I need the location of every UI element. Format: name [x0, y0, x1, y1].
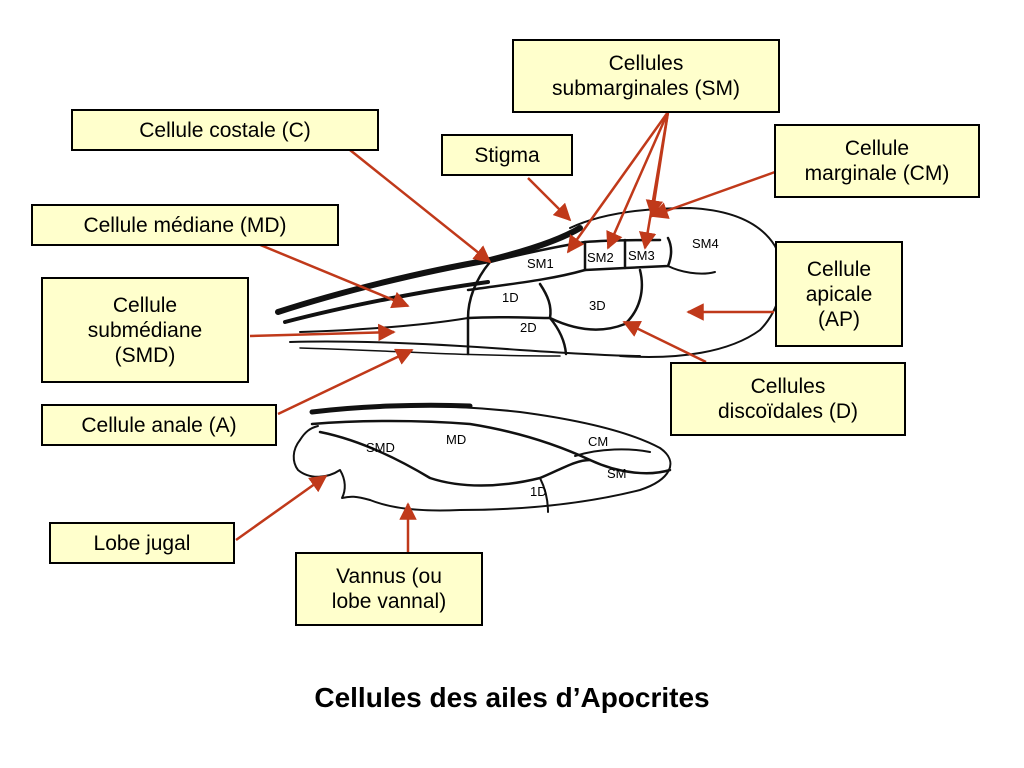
hw-cell-smd: SMD — [366, 440, 395, 455]
cell-3d: 3D — [589, 298, 606, 313]
cell-sm4: SM4 — [692, 236, 719, 251]
hw-cell-md: MD — [446, 432, 466, 447]
arrow-discoidales — [622, 320, 707, 364]
hw-cell-1d: 1D — [530, 484, 547, 499]
label-cellule-anale: Cellule anale (A) — [41, 404, 277, 446]
arrow-jugal — [235, 474, 328, 542]
cell-2d: 2D — [520, 320, 537, 335]
label-lobe-jugal: Lobe jugal — [49, 522, 235, 564]
arrow-sm-2 — [606, 111, 670, 250]
hw-cell-sm: SM — [607, 466, 627, 481]
hw-cell-cm: CM — [588, 434, 608, 449]
arrow-marginale — [650, 170, 776, 219]
label-stigma: Stigma — [441, 134, 573, 176]
arrow-costale — [349, 149, 492, 264]
cell-sm1: SM1 — [527, 256, 554, 271]
hindwing — [292, 402, 672, 513]
cell-1d: 1D — [502, 290, 519, 305]
arrow-mediane — [257, 242, 410, 309]
arrow-stigma — [527, 177, 572, 222]
arrow-sm-1 — [566, 111, 670, 254]
cell-labels: SM1 SM2 SM3 SM4 1D 2D 3D SMD MD CM SM 1D — [366, 236, 719, 499]
cell-sm2: SM2 — [587, 250, 614, 265]
cell-sm3: SM3 — [628, 248, 655, 263]
arrow-submediane — [249, 323, 396, 342]
arrow-sm-4 — [645, 111, 670, 218]
page-title: Cellules des ailes d’Apocrites — [314, 682, 710, 713]
label-cellule-costale: Cellule costale (C) — [71, 109, 379, 151]
label-cellule-mediane: Cellule médiane (MD) — [31, 204, 339, 246]
pointer-arrows — [235, 111, 776, 552]
arrow-anale — [277, 348, 414, 416]
